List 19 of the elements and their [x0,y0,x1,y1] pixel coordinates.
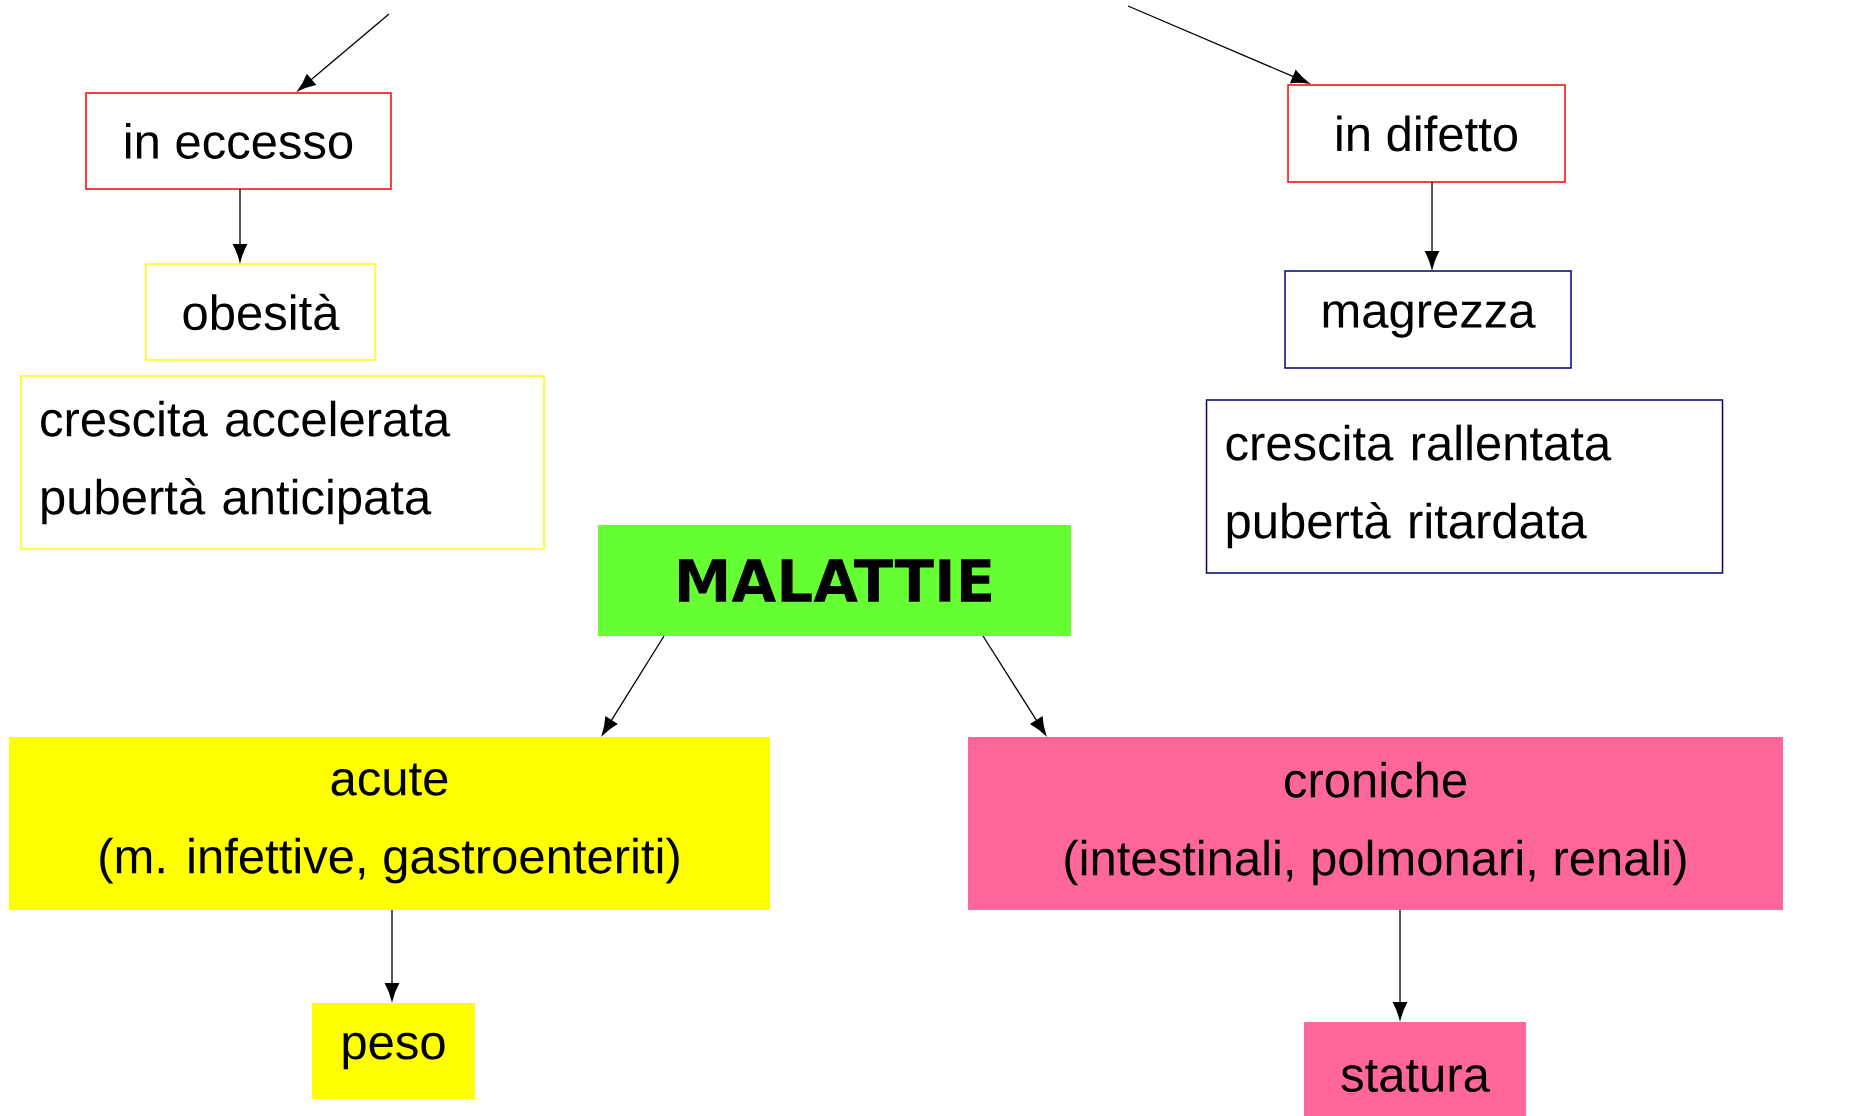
outcome-box: statura [1304,1022,1526,1116]
disease-box: acute (m. infettive, gastroenteriti) [9,737,770,910]
arrow [601,635,665,736]
arrow [233,188,247,262]
category-box: in difetto [1287,84,1566,183]
arrow [982,635,1047,736]
condition-box: magrezza [1284,270,1572,369]
arrow [297,13,390,92]
title-box: MALATTIE [598,525,1071,636]
arrow [385,909,400,1001]
category-box: in eccesso [85,92,392,190]
condition-box: obesità [145,263,376,361]
arrow [1127,5,1310,84]
outcome-box: peso [312,1003,475,1099]
arrow [1393,909,1408,1020]
disease-box: croniche (intestinali, polmonari, renali) [968,737,1784,910]
effect-box: crescita rallentata pubertà ritardata [1205,399,1724,574]
arrow [1425,181,1440,269]
effect-box: crescita accelerata pubertà anticipata [20,375,545,550]
